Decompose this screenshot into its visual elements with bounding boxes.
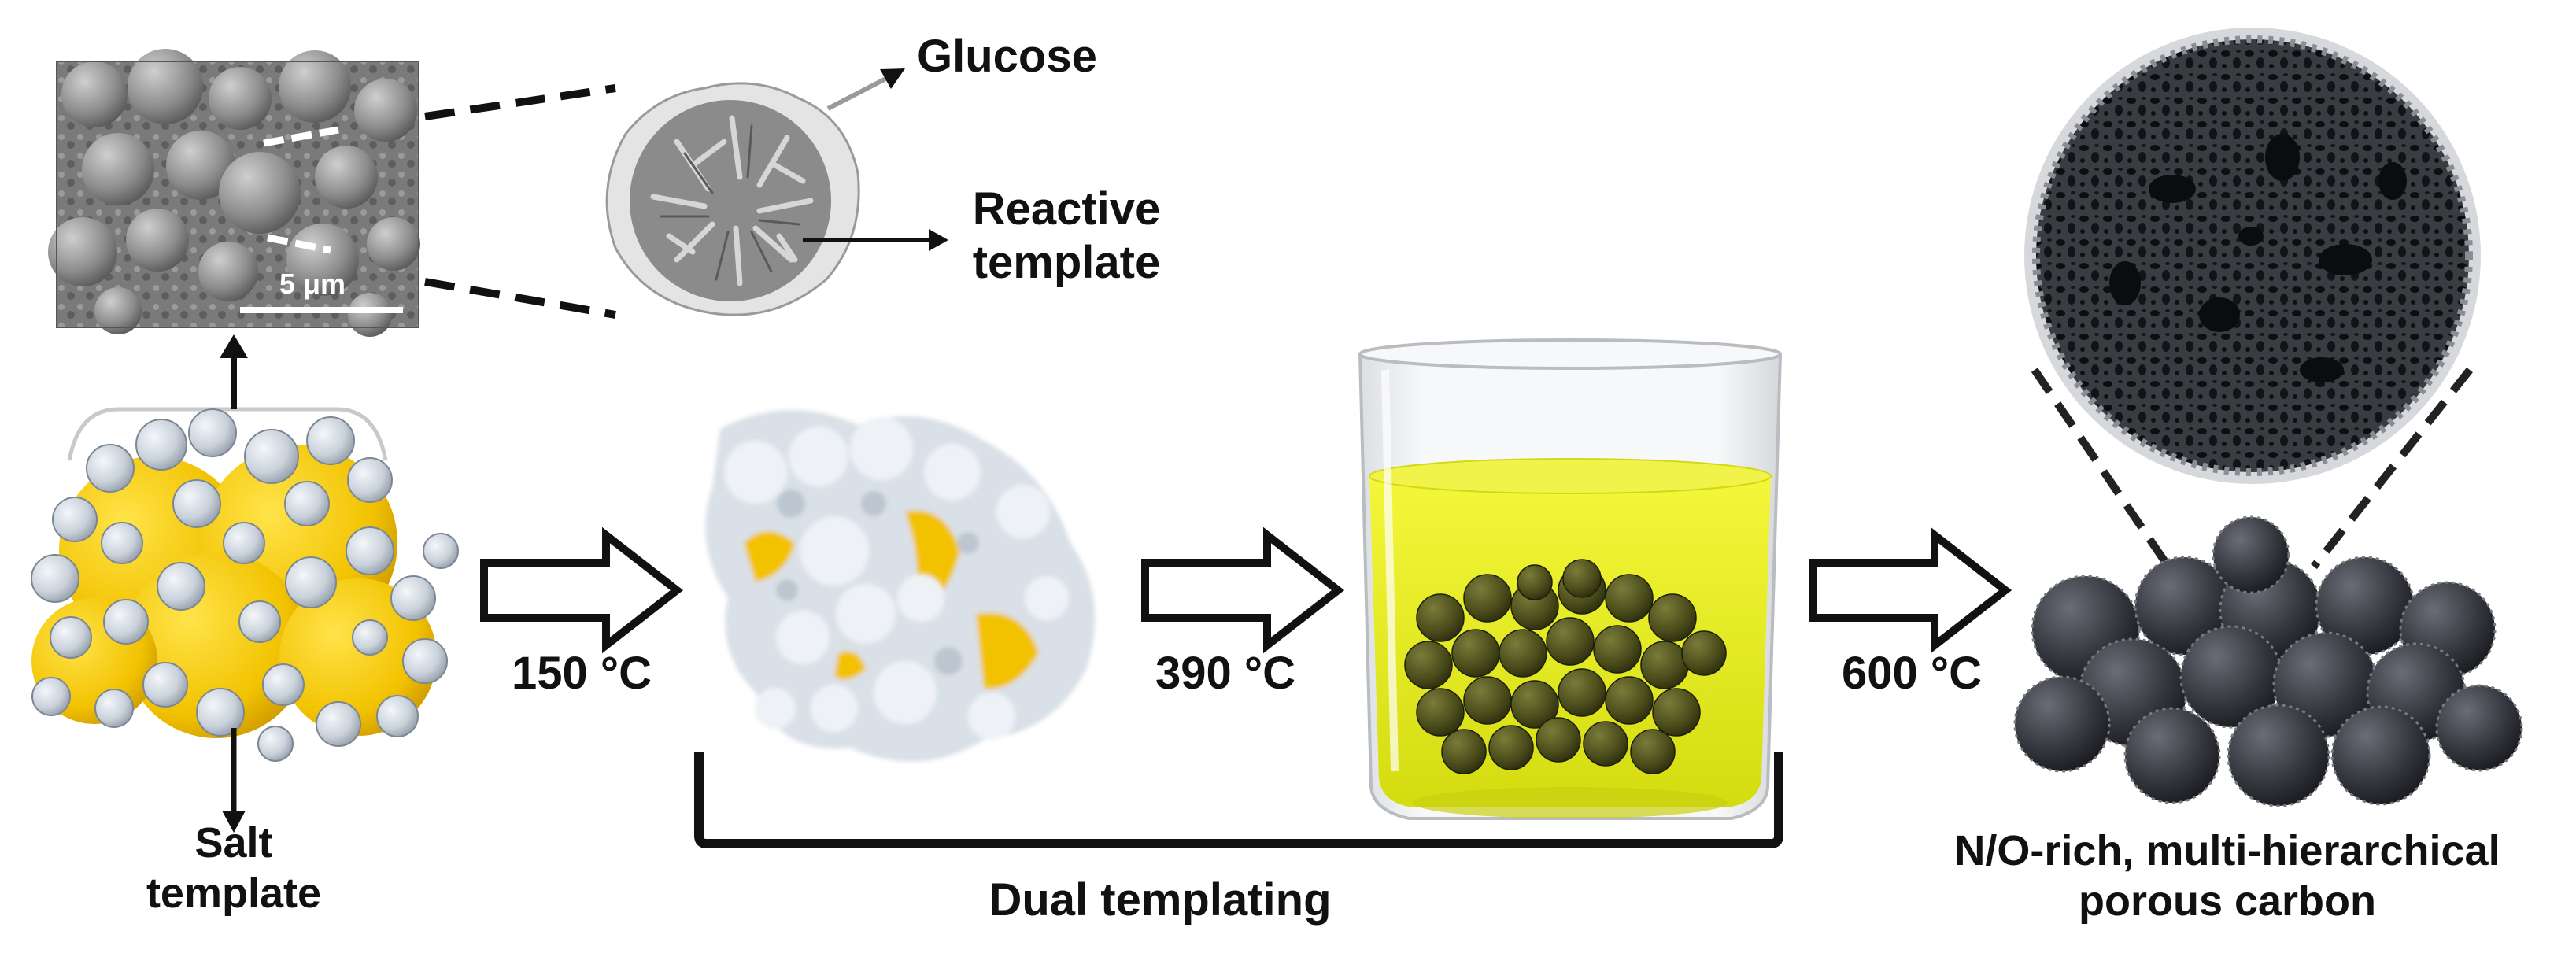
- zoom-dash-bottom: [424, 278, 616, 319]
- reactive-template-particle: [605, 82, 860, 316]
- dual-templating-bracket: [694, 752, 1783, 848]
- intermediate-cluster: [705, 410, 1096, 762]
- sem-dash-upper: [263, 126, 339, 147]
- glucose-label: Glucose: [917, 31, 1097, 82]
- scale-bar-label: 5 μm: [279, 268, 346, 300]
- porous-carbon-cluster: [2013, 515, 2523, 807]
- porous-carbon-zoom: [2024, 28, 2481, 484]
- down-arrow-head: [222, 811, 246, 833]
- selection-bracket: [67, 407, 388, 461]
- glucose-arrowhead: [880, 68, 905, 89]
- salt-template-label: Salt template: [146, 819, 322, 917]
- reactive-template-label: Reactive template: [972, 183, 1161, 289]
- temperature-390-label: 390 °C: [1155, 648, 1295, 699]
- glucose-pointer-line: [826, 72, 895, 111]
- sem-micrograph: [48, 49, 420, 337]
- carbon-zoom-dash-right: [2311, 367, 2473, 570]
- beaker: [1358, 338, 1783, 820]
- zoom-dash-top: [424, 84, 616, 120]
- sem-dash-lower: [267, 234, 331, 254]
- salt-template-cluster: [31, 408, 459, 762]
- temperature-150-label: 150 °C: [512, 648, 652, 699]
- up-arrow-head: [220, 334, 248, 358]
- template-arrowhead: [929, 229, 948, 251]
- process-arrow-2: [1141, 526, 1345, 654]
- product-label: N/O-rich, multi-hierarchical porous carb…: [1954, 827, 2500, 925]
- temperature-600-label: 600 °C: [1842, 648, 1982, 699]
- process-arrow-1: [480, 526, 684, 654]
- dual-templating-label: Dual templating: [989, 874, 1332, 926]
- process-arrow-3: [1809, 526, 2012, 654]
- olive-spheres: [1404, 559, 1727, 774]
